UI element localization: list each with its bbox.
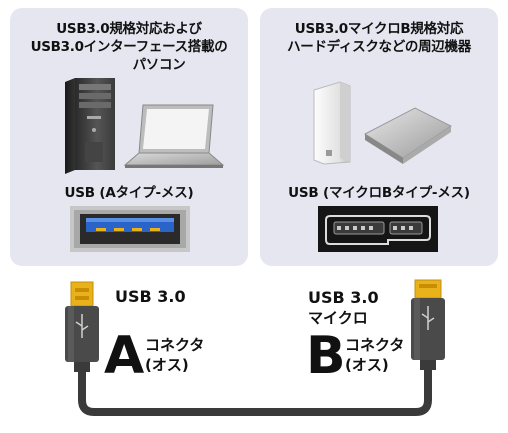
device-panel: USB3.0マイクロB規格対応 ハードディスクなどの周辺機器 USB (マイクロ… [260, 8, 498, 266]
pc-panel-title-line1: USB3.0規格対応および [56, 21, 202, 37]
portable-hdd-icon [363, 107, 452, 164]
connector-a-letter: A [104, 326, 145, 386]
device-panel-title-line1: USB3.0マイクロB規格対応 [294, 21, 464, 37]
connector-b-letter: B [306, 326, 346, 386]
pc-panel-title-line3: パソコン [132, 57, 186, 73]
pc-panel: USB3.0規格対応および USB3.0インターフェース搭載の パソコン [10, 8, 248, 266]
desktop-tower-icon [65, 78, 115, 174]
micro-b-port-icon [318, 206, 438, 252]
connector-b-spec-line1: USB 3.0 [308, 288, 379, 307]
pc-port-label: USB (Aタイプ-メス) [64, 185, 194, 201]
connector-a-spec: USB 3.0 [115, 287, 186, 306]
external-hdd-icon [313, 81, 351, 165]
device-port-label: USB (マイクロBタイプ-メス) [288, 185, 470, 201]
pc-panel-title-line2: USB3.0インターフェース搭載の [30, 39, 228, 55]
connector-a-type-line1: コネクタ [145, 336, 205, 354]
usb-a-plug-icon [65, 281, 99, 372]
micro-b-plug-icon [411, 279, 445, 370]
connector-a-type-line2: (オス) [145, 356, 189, 374]
laptop-icon [123, 104, 225, 168]
device-panel-title-line2: ハードディスクなどの周辺機器 [287, 39, 471, 55]
connector-b-type-line2: (オス) [345, 356, 389, 374]
connector-b-type-line1: コネクタ [345, 336, 405, 354]
usb-a-port-icon [70, 206, 190, 252]
connector-b-spec-line2: マイクロ [308, 309, 368, 327]
